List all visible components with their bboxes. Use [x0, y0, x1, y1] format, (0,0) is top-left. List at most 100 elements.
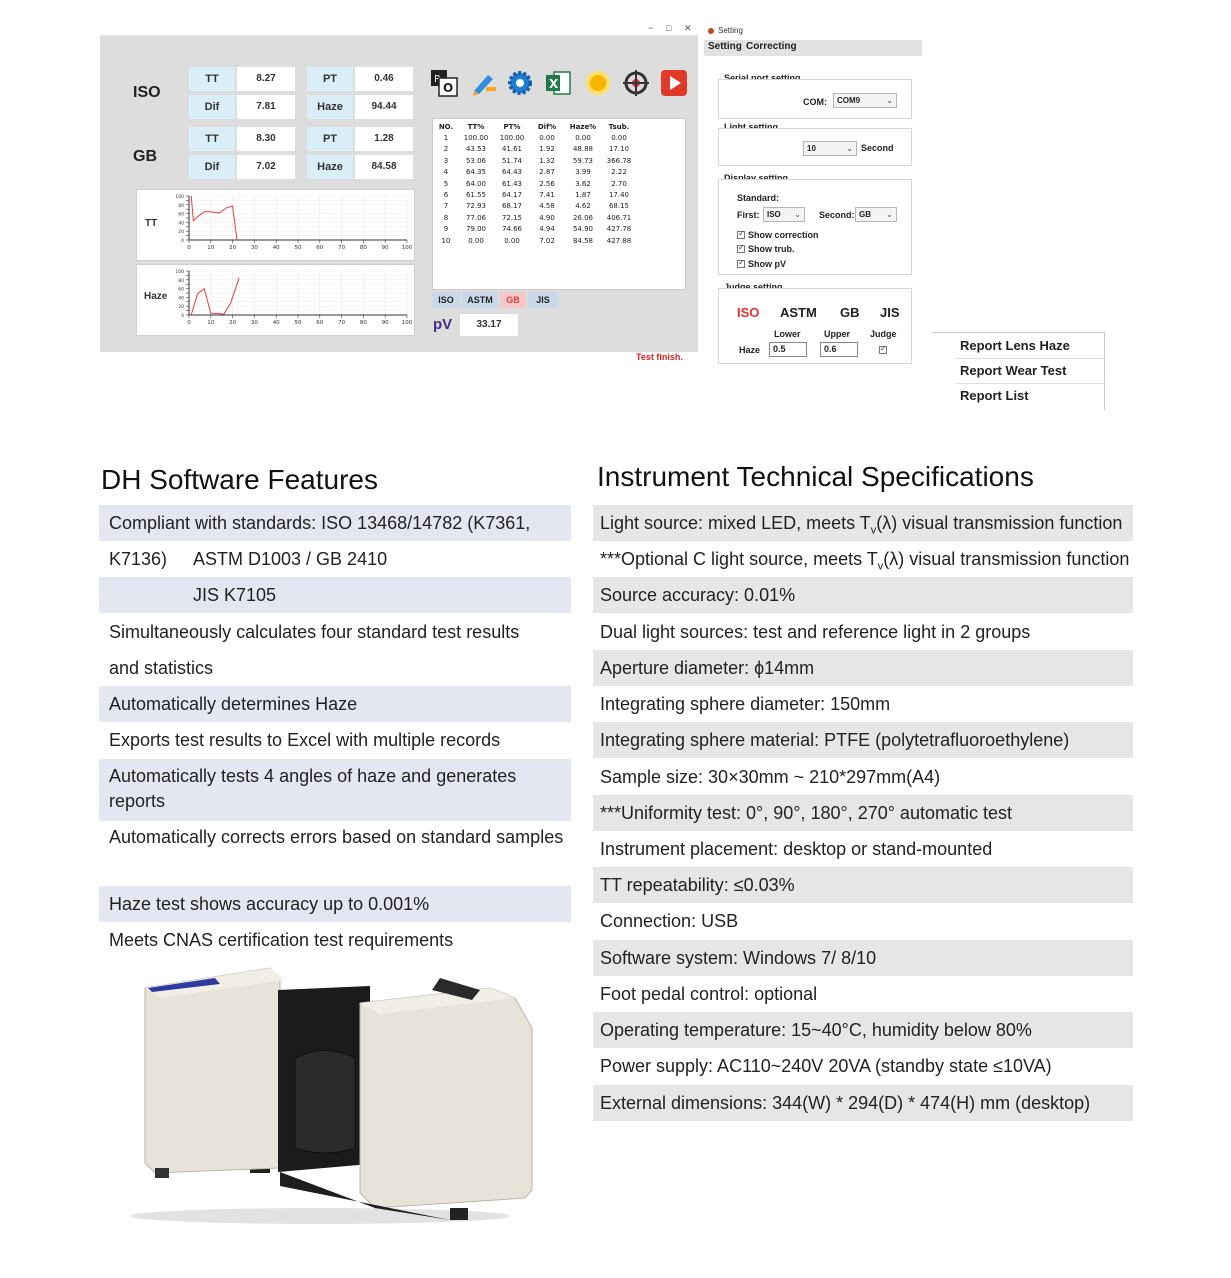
first-label: First:: [737, 210, 760, 220]
excel-icon[interactable]: X: [544, 69, 572, 97]
pen-icon[interactable]: [470, 69, 498, 97]
tab-jis[interactable]: JIS: [528, 292, 558, 308]
gb-pt-value: 1.28: [355, 127, 413, 151]
target-icon[interactable]: [622, 69, 650, 97]
lower-label: Lower: [774, 329, 801, 339]
table-cell: 0.00: [504, 236, 520, 245]
series-line: [190, 277, 240, 316]
gear-icon[interactable]: [506, 69, 534, 97]
judge-group-title: Judge setting: [724, 282, 783, 292]
haze-row-label: Haze: [739, 345, 761, 355]
judge-group: ISO ASTM GB JIS Lower Upper Judge Haze 0…: [718, 288, 912, 364]
table-cell: 59.73: [572, 156, 594, 165]
table-header-row: NO. TT% PT% Dif% Haze% Tsub.: [435, 121, 637, 132]
show-pv-checkbox[interactable]: Show pV: [737, 258, 786, 269]
tab-setting[interactable]: Setting: [708, 41, 742, 52]
chevron-down-icon: ⌄: [886, 96, 893, 105]
maximize-button[interactable]: □: [666, 23, 672, 33]
tab-correcting[interactable]: Correcting: [746, 41, 797, 52]
app-icon: [708, 28, 714, 34]
judge-checkbox[interactable]: [879, 344, 890, 355]
iso-pt-name: PT: [307, 67, 353, 91]
table-cell: 17.10: [608, 145, 630, 154]
menu-item-report-lens-haze[interactable]: Report Lens Haze: [960, 338, 1070, 353]
table-cell: 10: [441, 236, 451, 245]
tab-gb[interactable]: GB: [500, 292, 526, 308]
table-cell: 64.35: [465, 168, 487, 177]
minimize-button[interactable]: −: [648, 23, 654, 33]
com-select[interactable]: COM9 ⌄: [833, 93, 897, 108]
spec-item: Integrating sphere material: PTFE (polyt…: [593, 722, 1133, 758]
judge-gb[interactable]: GB: [840, 305, 860, 320]
gb-tt-name: TT: [189, 127, 235, 151]
feature-item: Compliant with standards: ISO 13468/1478…: [99, 505, 571, 569]
table-cell: 64.17: [501, 191, 523, 200]
table-cell: 100.00: [499, 134, 525, 143]
menu-item-report-wear-test[interactable]: Report Wear Test: [960, 363, 1067, 378]
feature-item: Simultaneously calculates four standard …: [109, 622, 520, 642]
svg-text:R: R: [434, 74, 441, 85]
x-tick-label: 50: [295, 320, 302, 326]
light-time-select[interactable]: 10⌄: [803, 141, 857, 156]
com-label: COM:: [803, 97, 827, 107]
second-label: Second:: [819, 210, 855, 220]
judge-iso[interactable]: ISO: [737, 305, 760, 320]
table-cell: 72.15: [501, 213, 523, 222]
table-cell: 54.90: [572, 225, 594, 234]
tab-iso[interactable]: ISO: [432, 292, 460, 308]
table-cell: 0.00: [468, 236, 484, 245]
com-select-value: COM9: [837, 96, 861, 105]
judge-jis[interactable]: JIS: [880, 305, 900, 320]
table-cell: 61.43: [501, 179, 523, 188]
table-cell: 2: [443, 145, 449, 154]
spec-item: ***Uniformity test: 0°, 90°, 180°, 270° …: [593, 795, 1133, 831]
x-tick-label: 70: [338, 320, 345, 326]
column-header: NO.: [438, 122, 454, 131]
judge-astm[interactable]: ASTM: [780, 305, 817, 320]
haze-upper-input[interactable]: 0.6: [820, 342, 858, 357]
x-tick-label: 10: [207, 320, 214, 326]
second-standard-select[interactable]: GB⌄: [855, 207, 897, 222]
play-icon[interactable]: [660, 69, 688, 97]
table-cell: 1.87: [575, 191, 591, 200]
table-cell: 5: [443, 179, 449, 188]
haze-lower-input[interactable]: 0.5: [769, 342, 807, 357]
second-standard-value: GB: [859, 210, 871, 219]
spec-item: External dimensions: 344(W) * 294(D) * 4…: [593, 1085, 1133, 1121]
gb-pt-name: PT: [307, 127, 353, 151]
spec-item: Instrument placement: desktop or stand-m…: [600, 839, 993, 859]
y-tick-label: 80: [178, 203, 184, 209]
iso-standard-label: ISO: [133, 84, 161, 101]
tab-astm[interactable]: ASTM: [462, 292, 498, 308]
feature-item: ASTM D1003 / GB 2410: [193, 549, 388, 569]
show-correction-checkbox[interactable]: Show correction: [737, 229, 819, 240]
spec-item: Aperture diameter: ϕ14mm: [593, 650, 1133, 686]
x-tick-label: 40: [273, 320, 280, 326]
spec-item: Operating temperature: 15~40°C, humidity…: [593, 1012, 1133, 1048]
show-trub-checkbox[interactable]: Show trub.: [737, 243, 795, 254]
first-standard-select[interactable]: ISO⌄: [763, 207, 805, 222]
spec-item: Sample size: 30×30mm ~ 210*297mm(A4): [600, 767, 941, 787]
table-cell: 4: [443, 168, 449, 177]
column-header: PT%: [503, 122, 521, 131]
light-icon[interactable]: [584, 69, 612, 97]
spec-item: Integrating sphere diameter: 150mm: [600, 694, 891, 714]
pv-value: 33.17: [460, 314, 518, 336]
table-cell: 77.06: [465, 213, 487, 222]
close-button[interactable]: ✕: [684, 23, 692, 33]
table-cell: 4.58: [539, 202, 555, 211]
menu-item-report-list[interactable]: Report List: [960, 388, 1029, 403]
